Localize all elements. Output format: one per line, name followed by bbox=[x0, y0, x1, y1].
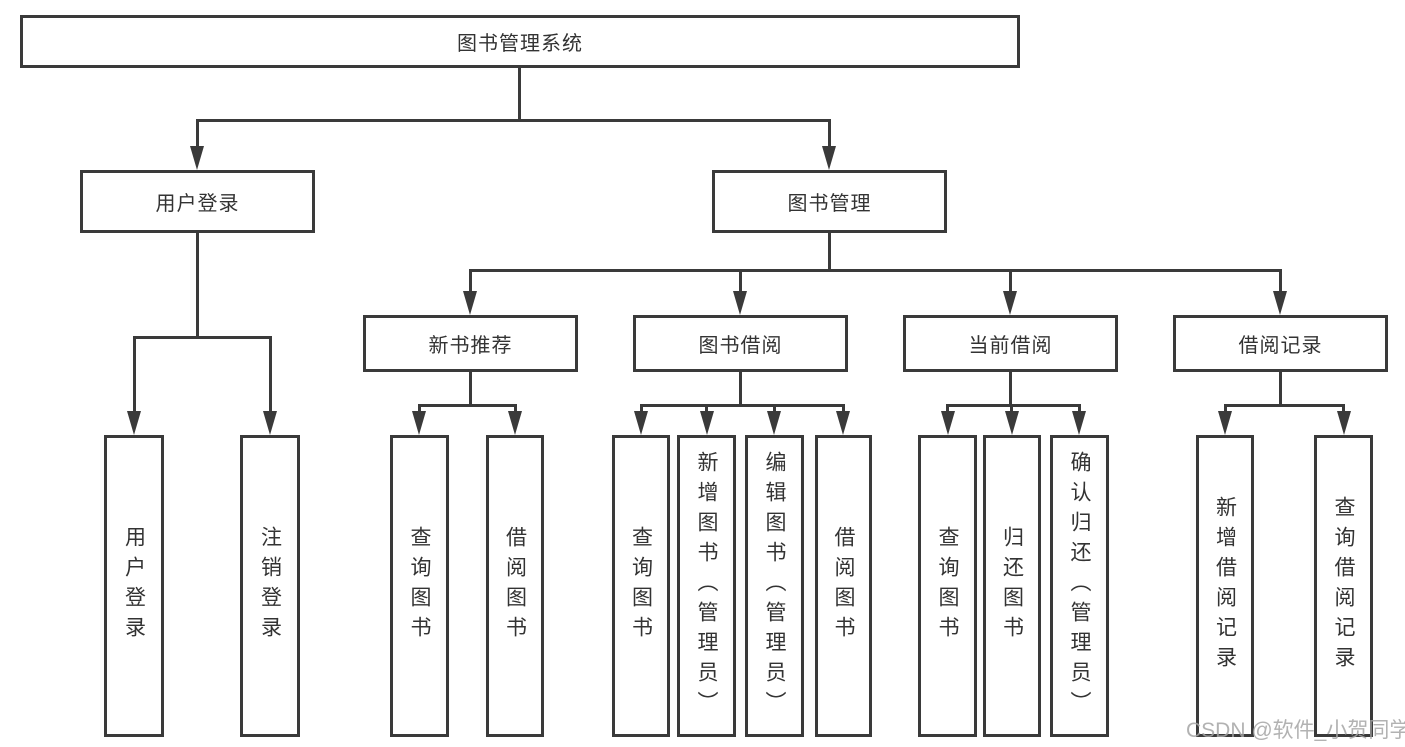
connector-line bbox=[1010, 404, 1013, 417]
node-label: 新增图书（管理员） bbox=[695, 451, 718, 721]
node-label: 图书管理系统 bbox=[457, 33, 583, 55]
connector-line bbox=[196, 233, 199, 337]
arrow-down-icon bbox=[127, 411, 141, 435]
node-leaf-query-books-recommend: 查询图书 bbox=[390, 435, 449, 737]
connector-line bbox=[133, 336, 136, 416]
node-label: 借阅记录 bbox=[1238, 335, 1323, 357]
node-label: 查询图书 bbox=[408, 526, 431, 646]
csdn-watermark: CSDN @软件_小贺同学 bbox=[1186, 719, 1405, 742]
node-label: 归还图书 bbox=[1000, 526, 1024, 646]
connector-line bbox=[828, 233, 831, 272]
node-leaf-user-login: 用户登录 bbox=[104, 435, 164, 737]
node-leaf-query-borrow-record: 查询借阅记录 bbox=[1314, 435, 1373, 737]
node-label: 图书管理 bbox=[787, 193, 872, 215]
node-label: 查询图书 bbox=[936, 526, 959, 646]
arrow-down-icon bbox=[700, 411, 714, 435]
arrow-down-icon bbox=[733, 291, 747, 315]
node-label: 用户登录 bbox=[155, 193, 240, 215]
connector-line bbox=[705, 404, 708, 417]
connector-line bbox=[469, 269, 472, 295]
node-label: 编辑图书（管理员） bbox=[763, 451, 786, 721]
connector-line bbox=[418, 404, 517, 407]
connector-line bbox=[842, 404, 845, 417]
node-leaf-add-book-admin: 新增图书（管理员） bbox=[677, 435, 736, 737]
arrow-down-icon bbox=[1337, 411, 1351, 435]
node-leaf-query-books-current: 查询图书 bbox=[918, 435, 977, 737]
node-label: 图书借阅 bbox=[698, 335, 783, 357]
node-leaf-add-borrow-record: 新增借阅记录 bbox=[1196, 435, 1254, 737]
connector-line bbox=[269, 336, 272, 416]
arrow-down-icon bbox=[822, 146, 836, 170]
connector-line bbox=[946, 404, 1081, 407]
node-label: 确认归还（管理员） bbox=[1068, 451, 1091, 721]
node-leaf-borrow-books-recommend: 借阅图书 bbox=[486, 435, 544, 737]
node-library-management-system: 图书管理系统 bbox=[20, 15, 1020, 68]
arrow-down-icon bbox=[1273, 291, 1287, 315]
connector-line bbox=[946, 404, 949, 417]
arrow-down-icon bbox=[836, 411, 850, 435]
node-label: 查询借阅记录 bbox=[1332, 496, 1355, 676]
connector-line bbox=[640, 404, 643, 417]
connector-line bbox=[196, 119, 831, 122]
connector-line bbox=[1009, 372, 1012, 407]
node-label: 借阅图书 bbox=[503, 526, 527, 646]
node-leaf-return-books: 归还图书 bbox=[983, 435, 1041, 737]
arrow-down-icon bbox=[508, 411, 522, 435]
connector-line bbox=[1342, 404, 1345, 417]
connector-line bbox=[418, 404, 421, 417]
connector-line bbox=[739, 269, 742, 295]
connector-line bbox=[739, 372, 742, 407]
arrow-down-icon bbox=[1072, 411, 1086, 435]
node-new-book-recommendation: 新书推荐 bbox=[363, 315, 578, 372]
arrow-down-icon bbox=[767, 411, 781, 435]
node-leaf-borrow-books-borrowing: 借阅图书 bbox=[815, 435, 872, 737]
arrow-down-icon bbox=[190, 146, 204, 170]
node-user-login: 用户登录 bbox=[80, 170, 315, 233]
node-book-borrowing: 图书借阅 bbox=[633, 315, 848, 372]
node-borrowing-records: 借阅记录 bbox=[1173, 315, 1388, 372]
node-leaf-logout: 注销登录 bbox=[240, 435, 300, 737]
arrow-down-icon bbox=[634, 411, 648, 435]
arrow-down-icon bbox=[1005, 411, 1019, 435]
connector-line bbox=[196, 119, 199, 150]
connector-line bbox=[514, 404, 517, 417]
arrow-down-icon bbox=[463, 291, 477, 315]
node-leaf-edit-book-admin: 编辑图书（管理员） bbox=[745, 435, 804, 737]
connector-line bbox=[469, 372, 472, 407]
arrow-down-icon bbox=[412, 411, 426, 435]
connector-line bbox=[773, 404, 776, 417]
connector-line bbox=[469, 269, 1282, 272]
connector-line bbox=[1224, 404, 1227, 417]
node-label: 借阅图书 bbox=[832, 526, 855, 646]
connector-line bbox=[1224, 404, 1345, 407]
node-current-borrowing: 当前借阅 bbox=[903, 315, 1118, 372]
node-label: 新书推荐 bbox=[428, 335, 513, 357]
node-leaf-query-books-borrowing: 查询图书 bbox=[612, 435, 670, 737]
connector-line bbox=[133, 336, 272, 339]
node-label: 注销登录 bbox=[258, 526, 282, 646]
arrow-down-icon bbox=[263, 411, 277, 435]
node-leaf-confirm-return-admin: 确认归还（管理员） bbox=[1050, 435, 1109, 737]
arrow-down-icon bbox=[1218, 411, 1232, 435]
connector-line bbox=[518, 68, 521, 121]
node-label: 查询图书 bbox=[629, 526, 653, 646]
connector-line bbox=[1009, 269, 1012, 295]
connector-line bbox=[1279, 372, 1282, 407]
connector-line bbox=[1279, 269, 1282, 295]
node-label: 新增借阅记录 bbox=[1213, 496, 1237, 676]
node-label: 当前借阅 bbox=[968, 335, 1053, 357]
node-label: 用户登录 bbox=[122, 526, 146, 646]
arrow-down-icon bbox=[941, 411, 955, 435]
connector-line bbox=[640, 404, 845, 407]
connector-line bbox=[828, 119, 831, 150]
arrow-down-icon bbox=[1003, 291, 1017, 315]
connector-line bbox=[1078, 404, 1081, 417]
node-book-management: 图书管理 bbox=[712, 170, 947, 233]
